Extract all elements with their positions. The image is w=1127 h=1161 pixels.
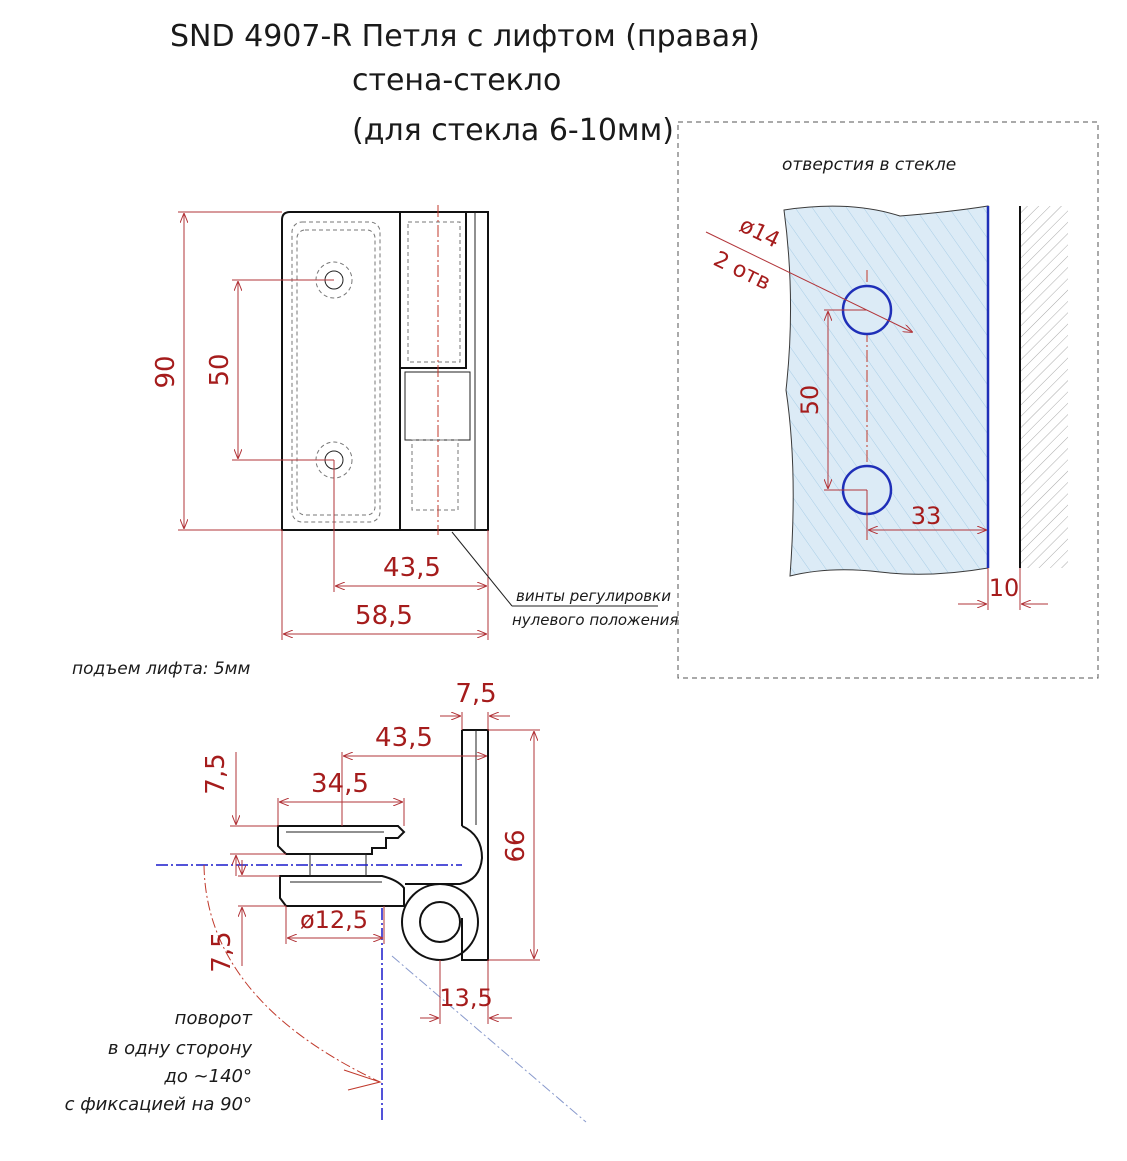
top-upper-clamp	[277, 825, 406, 855]
dim-height-90: 90	[151, 211, 282, 531]
dim-hole-offset: 43,5	[333, 460, 489, 640]
dim-top-bottom-label: 13,5	[439, 984, 492, 1012]
glass-view: отверстия в стекле ø14 2 отв 50 33	[677, 121, 1099, 679]
dim-top-upper-gap-label: 7,5	[201, 753, 231, 794]
dim-width: 58,5	[281, 530, 486, 640]
dim-top-bottom: 13,5	[420, 960, 512, 1024]
knuckle-hidden	[407, 221, 461, 363]
plate-hidden-outline	[291, 221, 381, 523]
wall-section	[1020, 206, 1068, 568]
dim-top-plate: 7,5	[440, 679, 510, 730]
rotation-note-line-1: поворот	[175, 1008, 253, 1029]
dim-gap-10-label: 10	[989, 574, 1020, 602]
dim-height-90-label: 90	[151, 355, 181, 388]
dim-top-clamp-label: 34,5	[311, 769, 369, 799]
title-line-1: SND 4907-R Петля с лифтом (правая)	[170, 19, 760, 54]
hole-diameter-label: ø14	[735, 213, 783, 254]
dim-edge-33-label: 33	[911, 502, 942, 530]
screw-hidden	[411, 439, 459, 511]
dim-edge-33: 33	[866, 490, 986, 536]
callout-line-2: нулевого положения	[512, 611, 678, 629]
dim-top-plate-label: 7,5	[455, 679, 496, 709]
rotation-arc	[203, 864, 381, 1083]
dim-holes-50: 50	[205, 279, 334, 461]
dim-top-height-label: 66	[501, 829, 531, 862]
adjust-screws-callout: винты регулировки нулевого положения	[451, 531, 678, 629]
top-view: 7,5 43,5 34,5 7,5 7,5	[156, 679, 587, 1123]
top-knuckle	[405, 825, 484, 885]
dim-top-height: 66	[488, 729, 540, 961]
dim-glass-holes-50-label: 50	[796, 385, 824, 416]
front-view: 90 50 43,5 58,5 винты регулировки нулево	[151, 205, 678, 640]
glass-axis-rotated	[391, 955, 587, 1123]
rotation-note: поворот в одну сторону до ~140° с фиксац…	[65, 1008, 253, 1115]
dim-width-label: 58,5	[355, 601, 413, 631]
glass-view-label: отверстия в стекле	[782, 155, 956, 175]
plate-hidden-inner	[296, 229, 376, 516]
dim-glass-holes-50: 50	[796, 309, 867, 491]
rotation-note-line-2: в одну сторону	[108, 1038, 253, 1059]
dim-top-offset: 43,5	[341, 723, 486, 826]
dim-top-pin: ø12,5	[285, 906, 385, 944]
dim-gap-10: 10	[958, 568, 1048, 610]
hinge-front-outline	[281, 211, 489, 531]
glass-panel	[783, 205, 989, 577]
dim-top-pin-label: ø12,5	[300, 906, 368, 934]
drawing-title: SND 4907-R Петля с лифтом (правая) стена…	[170, 19, 760, 148]
top-lower-clamp	[279, 875, 405, 907]
dim-top-offset-label: 43,5	[375, 723, 433, 753]
rotation-arc-arrow	[343, 1069, 382, 1091]
hinge-upper-knuckle	[400, 212, 467, 369]
top-barrel	[401, 883, 479, 961]
title-line-3: (для стекла 6-10мм)	[352, 113, 674, 148]
callout-line-1: винты регулировки	[516, 587, 671, 605]
rotation-note-line-3: до ~140°	[163, 1066, 252, 1087]
glass-view-frame	[677, 121, 1099, 679]
dim-top-upper-gap: 7,5	[201, 752, 286, 876]
hinge-lower-knuckle	[404, 371, 471, 441]
dim-holes-50-label: 50	[205, 353, 235, 386]
dim-top-lower-gap: 7,5	[207, 860, 286, 973]
dim-hole-offset-label: 43,5	[383, 553, 441, 583]
top-pin	[419, 901, 461, 943]
top-wall-plate	[461, 729, 489, 961]
title-line-2: стена-стекло	[352, 63, 561, 98]
rotation-note-line-4: с фиксацией на 90°	[65, 1094, 252, 1115]
hole-count-label: 2 отв	[709, 247, 774, 296]
lift-note: подъем лифта: 5мм	[72, 659, 251, 679]
dim-top-lower-gap-label: 7,5	[207, 931, 237, 972]
dim-top-clamp: 34,5	[277, 769, 405, 826]
